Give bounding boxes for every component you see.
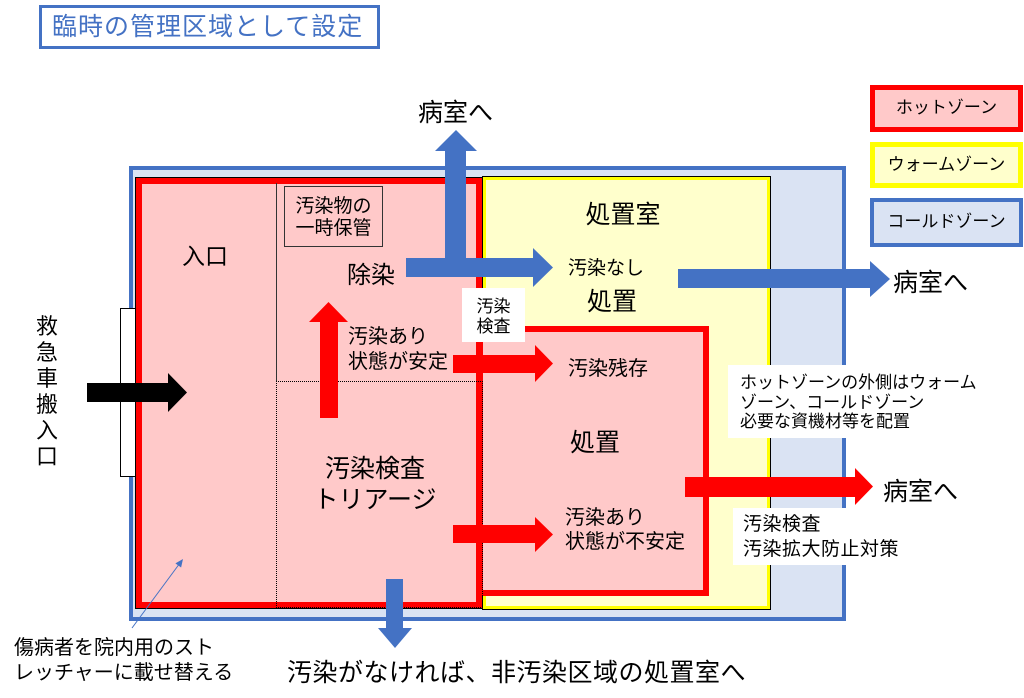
storage-label-line: 一時保管 [295,217,372,239]
zone-info-line: 必要な資機材等を配置 [740,412,910,432]
stable-to-decon-arrow [309,302,348,418]
hot-treatment-label: 処置 [569,428,620,457]
legend-cold-zone: コールドゾーン [870,198,1023,247]
decon-label: 除染 [347,261,395,289]
entrance-label: 入口 [182,244,228,270]
treatment-room-label: 処置室 [585,200,661,229]
stretcher-note-pointer-line [131,562,181,629]
stretcher-note-line: レッチャーに載せ替える [14,660,234,684]
stretcher-note-line: 傷病者を院内用のスト [14,635,214,659]
stretcher-note-pointer-head [175,559,183,568]
legend-warm-zone: ウォームゾーン [870,142,1023,188]
residual-contamination-label: 汚染残存 [568,356,648,380]
no-contamination-label: 汚染なし [568,257,645,279]
triage-label: 汚染検査 トリアージ [275,453,475,515]
to-ward-clean-label: 病室へ [893,268,969,297]
unstable-to-treatment-arrow [453,517,553,552]
ambulance-entry-arrow [87,373,187,412]
unstable-condition-label: 汚染あり 状態が不安定 [565,505,685,553]
decon-to-treatment-room-arrow [406,248,553,287]
hot-zone-area [135,177,483,609]
legend-hot-zone: ホットゾーン [870,85,1023,132]
control-note-line: 汚染拡大防止対策 [743,538,900,560]
control-note-line: 汚染検査 [743,513,822,535]
contamination-check-box: 汚染 検査 [462,288,525,342]
residual-contamination-arrow [453,345,553,382]
clean-treatment-label: 処置 [587,287,638,316]
stretcher-note: 傷病者を院内用のスト レッチャーに載せ替える [14,635,233,685]
stable-label-line: 汚染あり [348,324,428,348]
to-ward-top-label: 病室へ [418,98,494,127]
zone-info-line: ホットゾーンの外側はウォーム [740,373,977,393]
entrance-divider-line [276,183,277,382]
zone-info-note: ホットゾーンの外側はウォーム ゾーン、コールドゾーン 必要な資機材等を配置 [728,365,990,438]
to-ward-contaminated-label: 病室へ [883,477,959,506]
triage-label-line: トリアージ [313,485,437,514]
storage-label-line: 汚染物の [295,195,372,217]
ambulance-entrance-label: 救急車搬入口 [35,315,58,470]
decon-to-ward-up-arrow [435,130,477,277]
zone-info-line: ゾーン、コールドゾーン [740,392,925,413]
to-non-contaminated-room-down-arrow [378,579,412,648]
unstable-label-line: 状態が不安定 [565,529,685,553]
page-title: 臨時の管理区域として設定 [39,5,380,49]
hot-treatment-to-ward-arrow [685,468,873,505]
waste-storage-box: 汚染物の 一時保管 [284,186,383,247]
triage-area [276,381,483,608]
stable-condition-label: 汚染あり 状態が安定 [348,324,448,374]
check-label-line: 汚染 [476,297,511,317]
non-contaminated-room-note: 汚染がなければ、非汚染区域の処置室へ [287,658,747,687]
unstable-label-line: 汚染あり [565,505,645,529]
triage-label-line: 汚染検査 [324,454,425,483]
contamination-control-note: 汚染検査 汚染拡大防止対策 [733,508,918,565]
treatment-room-to-ward-arrow [678,261,890,297]
check-label-line: 検査 [476,317,511,337]
stable-label-line: 状態が安定 [348,349,448,373]
